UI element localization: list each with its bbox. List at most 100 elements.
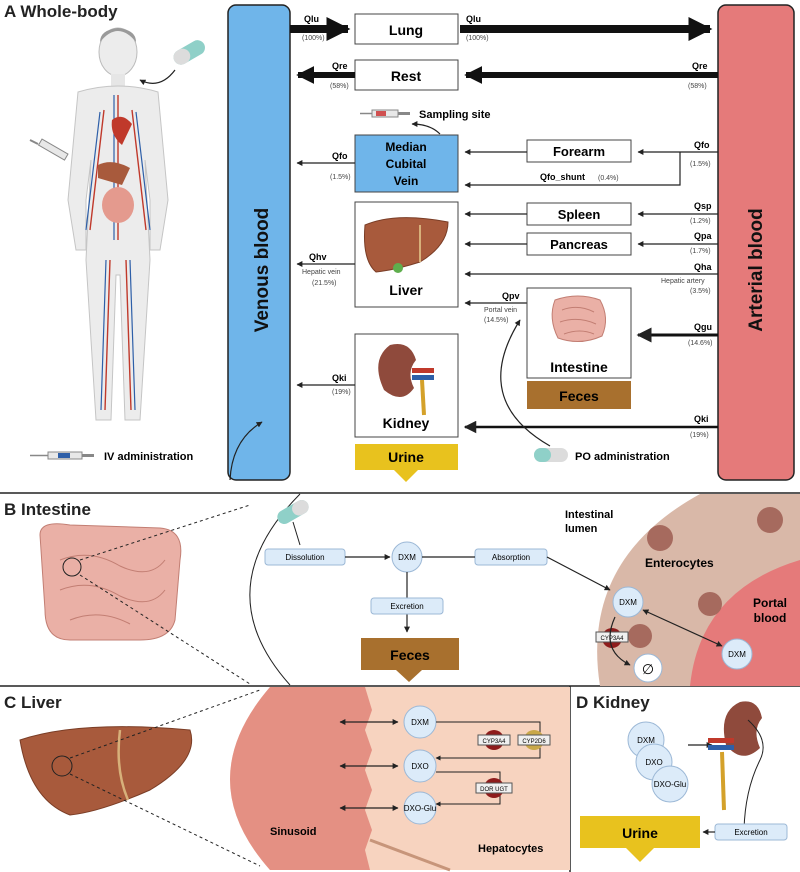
feces-box-a (527, 381, 631, 409)
panel-d: D Kidney DXM DXO DXO-Glu Excretion Urine (576, 693, 788, 862)
mcv-line1: Median (385, 140, 426, 154)
qpv-sub: Portal vein (484, 307, 517, 314)
syringe-icon (29, 138, 69, 161)
dxm-label-portal: DXM (728, 650, 746, 659)
po-pill-icon (534, 448, 568, 462)
kidney-icon (378, 344, 434, 416)
iv-label: IV administration (104, 451, 194, 463)
qgu-pct: (14.6%) (688, 340, 713, 347)
intestine-illustration-icon (39, 523, 182, 641)
qha-label: Qha (694, 262, 712, 272)
urine-label-d: Urine (622, 825, 658, 841)
qhv-sub: Hepatic vein (302, 269, 341, 276)
intestinal-lumen-line2: lumen (565, 523, 598, 535)
dxm-node-portal (721, 638, 753, 670)
dxm-label-b: DXM (398, 553, 416, 562)
qhv-label: Qhv (309, 252, 327, 262)
portal-blood-line2: blood (754, 611, 787, 625)
liver-illustration-icon (19, 726, 193, 816)
mcv-line3: Vein (394, 174, 419, 188)
qfo-shunt-pct: (0.4%) (598, 175, 619, 182)
arterial-blood-compartment (717, 4, 795, 481)
sinusoid-region (230, 687, 372, 870)
cyp3a4-label-b: CYP3A4 (600, 636, 624, 642)
qre-right-pct: (58%) (688, 83, 707, 90)
sampling-syringe-icon (360, 109, 410, 118)
panel-a-title: A Whole-body (4, 2, 118, 21)
dxo-label-d: DXO (645, 758, 662, 767)
portal-blood-region (690, 560, 800, 686)
forearm-box (526, 139, 632, 163)
cyp2d6-label-c: CYP2D6 (522, 739, 546, 745)
enterocytes-label: Enterocytes (645, 556, 714, 570)
qpv-pct: (14.5%) (484, 317, 509, 324)
dxm-node-enterocyte (612, 586, 644, 618)
panel-b: B Intestine Intestinal lumen Enterocytes… (4, 493, 800, 686)
empty-set-label: ∅ (642, 661, 654, 677)
lung-box (354, 13, 459, 45)
spleen-label: Spleen (558, 207, 601, 222)
panel-c-title: C Liver (4, 693, 62, 712)
qfo-left-pct: (1.5%) (330, 174, 351, 181)
intestine-icon (551, 295, 606, 342)
liver-label: Liver (389, 282, 423, 298)
qpv-label: Qpv (502, 291, 520, 301)
hepatocytes-label: Hepatocytes (478, 843, 543, 855)
median-cubital-vein-box (354, 134, 459, 193)
qsp-pct: (1.2%) (690, 218, 711, 225)
qhv-pct: (21.5%) (312, 280, 337, 287)
pancreas-label: Pancreas (550, 237, 608, 252)
portal-blood-line1: Portal (753, 596, 787, 610)
qki-right-label: Qki (694, 414, 709, 424)
dxo-node-c (403, 749, 437, 783)
qgu-label: Qgu (694, 322, 712, 332)
dxoglu-label-d: DXO-Glu (654, 780, 686, 789)
intestine-label: Intestine (550, 359, 608, 375)
dxm-label-enterocyte: DXM (619, 598, 637, 607)
kidney-icon-d (708, 701, 764, 831)
urine-label-a: Urine (388, 449, 424, 465)
panel-a: A Whole-body Venous blood Arterial blo (4, 2, 795, 482)
urine-box-a (355, 444, 458, 470)
excretion-box-b (370, 597, 444, 615)
liver-icon (364, 217, 449, 273)
qpa-pct: (1.7%) (690, 248, 711, 255)
dissolution-label: Dissolution (285, 553, 324, 562)
qfo-right-label: Qfo (694, 140, 710, 150)
human-body-icon (67, 27, 169, 421)
excretion-label-b: Excretion (390, 602, 423, 611)
qpa-label: Qpa (694, 231, 712, 241)
rest-label: Rest (391, 68, 422, 84)
arterial-blood-label: Arterial blood (746, 208, 767, 332)
dxoglu-node-d (651, 765, 689, 803)
pill-icon-b (277, 500, 309, 524)
excretion-label-d: Excretion (734, 828, 767, 837)
ugt-label-c: DOR UGT (480, 787, 508, 793)
forearm-label: Forearm (553, 144, 605, 159)
qha-sub: Hepatic artery (661, 278, 705, 285)
qki-right-pct: (19%) (690, 432, 709, 439)
kidney-label: Kidney (383, 415, 430, 431)
pill-icon (173, 40, 205, 65)
panel-c: C Liver Sinusoid Hepatocytes DXM DXO DXO… (4, 687, 570, 872)
sinusoid-label: Sinusoid (270, 826, 316, 838)
qsp-label: Qsp (694, 201, 712, 211)
urine-box-d (580, 816, 700, 848)
lung-label: Lung (389, 22, 423, 38)
sampling-site-label: Sampling site (419, 109, 491, 121)
absorption-label: Absorption (492, 553, 530, 562)
feces-box-b (361, 638, 459, 670)
panel-b-title: B Intestine (4, 500, 91, 519)
dxoglu-node-c (403, 791, 437, 825)
po-label: PO administration (575, 451, 670, 463)
panel-d-title: D Kidney (576, 693, 650, 712)
mcv-line2: Cubital (386, 157, 427, 171)
iv-syringe-icon (30, 451, 94, 460)
venous-blood-compartment (227, 4, 291, 481)
empty-set-node (633, 653, 663, 683)
qfo-right-pct: (1.5%) (690, 161, 711, 168)
dxo-label-c: DXO (411, 762, 428, 771)
dxm-label-c: DXM (411, 718, 429, 727)
qre-right-label: Qre (692, 61, 708, 71)
